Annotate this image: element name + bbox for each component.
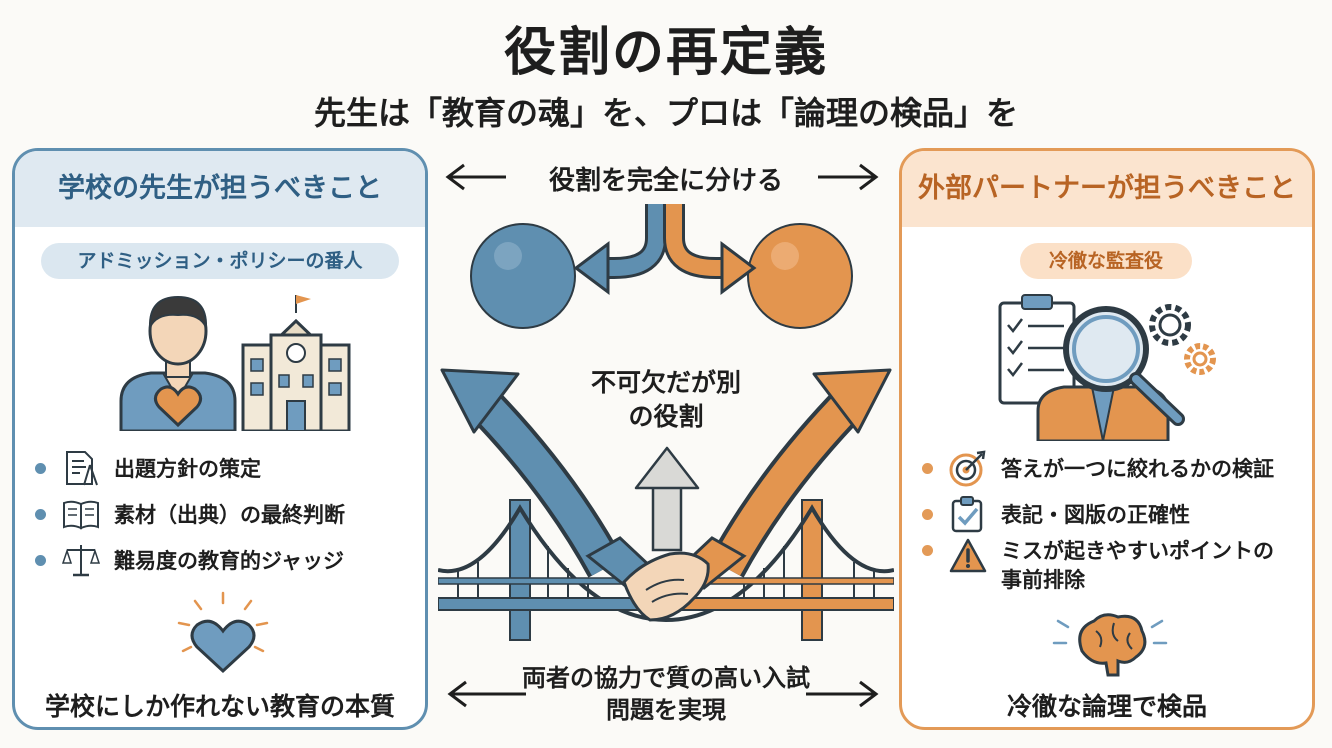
list-item-label: 難易度の教育的ジャッジ [114, 549, 344, 573]
glowing-heart-icon [177, 591, 269, 674]
bullet-dot [922, 545, 933, 556]
list-item-label: ミスが起きやすいポイントの事前排除 [1001, 539, 1274, 592]
left-curved-arrow [440, 368, 624, 578]
target-icon [949, 450, 986, 487]
warning-icon [949, 538, 987, 573]
handshake-icon [585, 536, 747, 622]
teacher-icon [119, 295, 237, 431]
teacher-school-illustration [119, 295, 351, 431]
brain-icon [1052, 613, 1168, 677]
bridge-illustration [438, 499, 894, 641]
school-building-icon [241, 295, 351, 431]
list-item-label: 答えが一つに絞れるかの検証 [1001, 457, 1274, 481]
right-double-arrow-bottom [806, 680, 879, 708]
right-role-badge: 冷徹な監査役 [1020, 243, 1192, 279]
bullet-dot [35, 508, 46, 520]
bullet-dot [35, 462, 46, 474]
collaboration-diagram [438, 163, 894, 708]
magnifier-icon [1063, 306, 1185, 426]
scales-icon [62, 545, 100, 577]
list-item: 出題方針の策定 [35, 445, 345, 491]
left-panel-footer: 学校にしか作れない教育の本質 [44, 692, 395, 721]
list-item: ミスが起きやすいポイントの事前排除 [922, 537, 1291, 599]
left-double-arrow-top [445, 163, 506, 191]
right-double-arrow-top [818, 163, 879, 191]
left-panel: 学校の先生が担うべきこと アドミッション・ポリシーの番人 [12, 148, 428, 730]
split-arrow-icon [573, 204, 757, 295]
page-title: 役割の再定義 [503, 23, 828, 83]
bullet-dot [922, 508, 933, 520]
list-item: 素材（出典）の最終判断 [35, 491, 345, 537]
heart-icon [154, 385, 202, 428]
clipboard-check-icon [951, 496, 983, 533]
list-item: 表記・図版の正確性 [922, 491, 1291, 537]
list-item-label: 出題方針の策定 [114, 457, 261, 481]
auditor-illustration [998, 294, 1216, 441]
document-compass-icon [66, 451, 98, 486]
right-panel-heading: 外部パートナーが担うべきこと [902, 151, 1312, 227]
collaboration-label: 両者の協力で質の高い入試問題を実現 [522, 664, 810, 724]
right-panel: 外部パートナーが担うべきこと 冷徹な監査役 [899, 148, 1315, 730]
list-item-label: 素材（出典）の最終判断 [114, 503, 345, 527]
list-item: 答えが一つに絞れるかの検証 [922, 445, 1291, 491]
essential-different-label: 不可欠だが別の役割 [590, 368, 741, 431]
split-spheres [470, 223, 853, 329]
left-double-arrow-bottom [447, 680, 526, 708]
list-item-label: 表記・図版の正確性 [1001, 503, 1190, 527]
right-curved-arrow [708, 368, 892, 578]
left-panel-heading: 学校の先生が担うべきこと [15, 151, 425, 227]
bullet-dot [35, 554, 46, 566]
open-book-icon [63, 500, 99, 530]
split-roles-label: 役割を完全に分ける [548, 166, 783, 196]
bullet-dot [922, 462, 933, 474]
list-item: 難易度の教育的ジャッジ [35, 537, 345, 583]
right-panel-footer: 冷徹な論理で検品 [1006, 692, 1207, 721]
page-subtitle: 先生は「教育の魂」を、プロは「論理の検品」を [313, 94, 1018, 132]
left-task-list: 出題方針の策定 素材（出典）の最終判断 難易度の教育的 [35, 445, 345, 583]
right-task-list: 答えが一つに絞れるかの検証 表記・図版の正確性 ミスが起きやすいポイントの事前排… [922, 445, 1291, 599]
left-role-badge: アドミッション・ポリシーの番人 [41, 243, 399, 279]
up-arrow-icon [634, 446, 700, 552]
gear-icon [1149, 304, 1216, 375]
